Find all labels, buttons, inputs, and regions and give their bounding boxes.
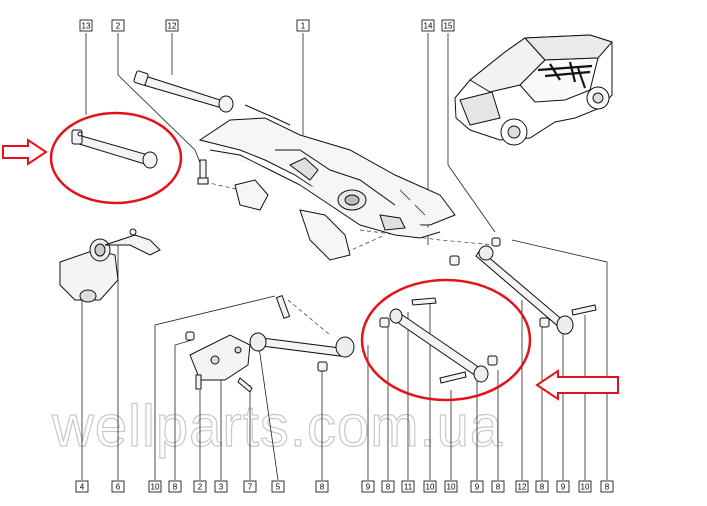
callout-box: 2 bbox=[111, 19, 125, 32]
callout-box: 8 bbox=[600, 480, 614, 493]
red-arrow-right bbox=[2, 138, 48, 166]
vehicle-illustration bbox=[454, 34, 613, 146]
rear-subframe bbox=[198, 104, 456, 261]
callout-label: 13 bbox=[82, 22, 91, 31]
callout-box: 5 bbox=[271, 480, 285, 493]
callout-label: 1 bbox=[301, 22, 306, 31]
upper-link-arm-12 bbox=[133, 70, 234, 113]
bottom-callouts: 4 6 10 8 2 3 7 5 8 9 8 11 10 10 9 8 12 8 9 10 8 bbox=[75, 480, 614, 493]
callout-label: 15 bbox=[444, 22, 453, 31]
lateral-link-5 bbox=[249, 294, 355, 372]
highlight-circle-right bbox=[360, 278, 532, 402]
callout-label: 11 bbox=[404, 483, 413, 492]
callout-label: 8 bbox=[540, 483, 545, 492]
callout-box: 10 bbox=[444, 480, 458, 493]
callout-box: 10 bbox=[578, 480, 592, 493]
callout-box: 12 bbox=[165, 19, 179, 32]
callout-label: 8 bbox=[605, 483, 610, 492]
red-arrow-left bbox=[535, 369, 619, 401]
callout-label: 10 bbox=[151, 483, 160, 492]
callout-label: 2 bbox=[116, 22, 121, 31]
callout-label: 7 bbox=[248, 483, 253, 492]
callout-box: 11 bbox=[401, 480, 415, 493]
callout-label: 6 bbox=[116, 483, 121, 492]
callout-box: 4 bbox=[75, 480, 89, 493]
callout-box: 15 bbox=[441, 19, 455, 32]
callout-label: 2 bbox=[198, 483, 203, 492]
callout-box: 9 bbox=[470, 480, 484, 493]
watermark-text: wellparts.com.ua bbox=[51, 394, 503, 459]
callout-box: 10 bbox=[423, 480, 437, 493]
callout-label: 12 bbox=[518, 483, 527, 492]
callout-label: 8 bbox=[386, 483, 391, 492]
callout-label: 9 bbox=[366, 483, 371, 492]
callout-label: 8 bbox=[320, 483, 325, 492]
bolt-2 bbox=[197, 159, 209, 185]
callout-box: 12 bbox=[515, 480, 529, 493]
callout-box: 3 bbox=[214, 480, 228, 493]
highlight-circle-left bbox=[49, 111, 183, 205]
left-bracket-assembly bbox=[59, 228, 161, 303]
callout-label: 14 bbox=[424, 22, 433, 31]
callout-label: 10 bbox=[426, 483, 435, 492]
callout-label: 9 bbox=[475, 483, 480, 492]
callout-box: 8 bbox=[535, 480, 549, 493]
callout-label: 8 bbox=[173, 483, 178, 492]
lower-bracket-3 bbox=[185, 331, 253, 393]
callout-box: 8 bbox=[168, 480, 182, 493]
callout-label: 4 bbox=[80, 483, 85, 492]
callout-box: 8 bbox=[381, 480, 395, 493]
leader-lines bbox=[81, 33, 608, 481]
callout-box: 13 bbox=[79, 19, 93, 32]
callout-box: 9 bbox=[361, 480, 375, 493]
callout-box: 1 bbox=[296, 19, 310, 32]
callout-box: 6 bbox=[111, 480, 125, 493]
callout-box: 14 bbox=[421, 19, 435, 32]
long-rod-12 bbox=[449, 237, 597, 335]
callout-box: 9 bbox=[556, 480, 570, 493]
callout-box: 8 bbox=[491, 480, 505, 493]
callout-box: 10 bbox=[148, 480, 162, 493]
callout-label: 9 bbox=[561, 483, 566, 492]
callout-box: 7 bbox=[243, 480, 257, 493]
callout-label: 3 bbox=[219, 483, 224, 492]
callout-box: 2 bbox=[193, 480, 207, 493]
top-callouts: 13 2 12 1 14 15 bbox=[79, 19, 455, 32]
callout-box: 8 bbox=[315, 480, 329, 493]
callout-label: 10 bbox=[581, 483, 590, 492]
trailing-link-arm-13 bbox=[71, 129, 158, 169]
callout-label: 10 bbox=[447, 483, 456, 492]
callout-label: 5 bbox=[276, 483, 281, 492]
callout-label: 8 bbox=[496, 483, 501, 492]
lower-link-arm-11 bbox=[379, 297, 498, 384]
callout-label: 12 bbox=[168, 22, 177, 31]
